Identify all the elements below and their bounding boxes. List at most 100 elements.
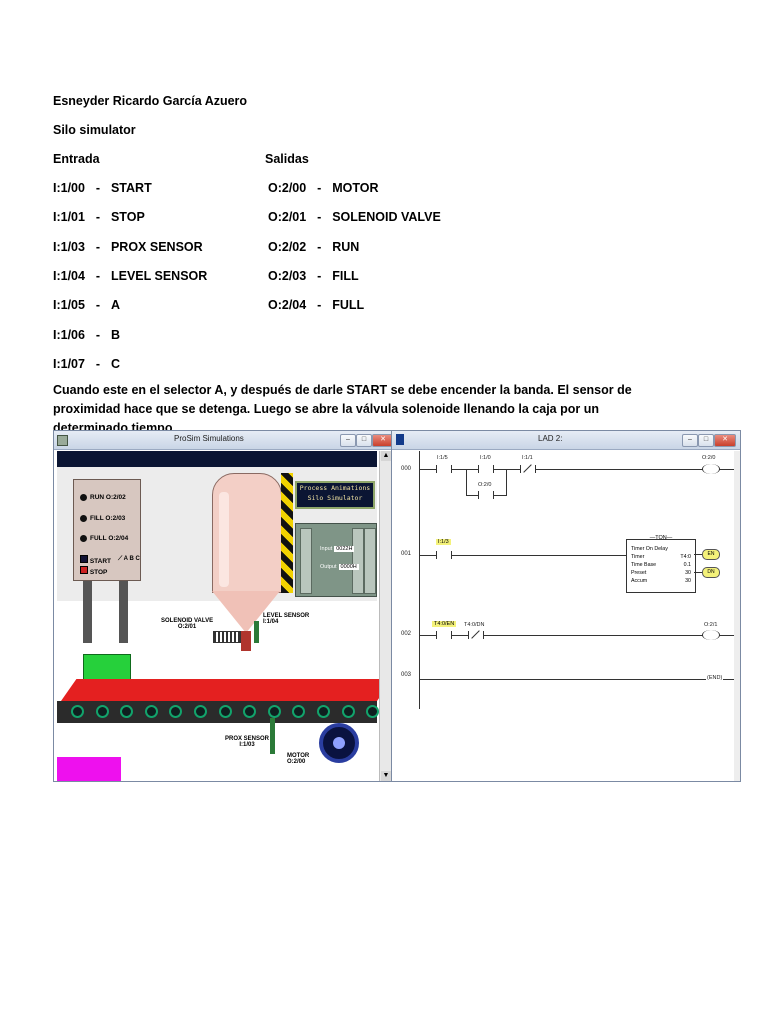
roller-icon [169,705,183,718]
stop-button[interactable] [80,566,88,574]
ladder-icon [396,434,404,445]
selector-switch[interactable]: ⟋ A B C [118,556,140,562]
coil-motor[interactable] [702,464,720,474]
contact-stop[interactable] [478,465,494,473]
ladder-window: LAD 2: – □ ✕ 000 I:1/5 I:1/0 I:1/1 O:2/0… [391,430,741,782]
level-sensor-icon [254,621,259,643]
maximize-button[interactable]: □ [356,434,372,447]
rung-number: 002 [401,631,412,637]
ladder-titlebar: LAD 2: – □ ✕ [392,431,740,450]
ladder-maximize-button[interactable]: □ [698,434,714,447]
input-name: PROX SENSOR [110,239,203,254]
rung-number: 001 [401,551,412,557]
input-row: I:1/05-A [53,298,120,313]
roller-icon [194,705,207,718]
output-name: FILL [332,268,359,283]
output-code: O:2/00 [268,181,307,195]
output-row: O:2/03-FILL [268,268,359,283]
input-row: I:1/00-START [53,181,152,195]
motor-label: MOTOR O:2/00 [287,753,310,765]
control-panel: RUN O:2/02 FILL O:2/03 FULL O:2/04 START… [73,479,141,581]
roller-icon [267,705,281,718]
app-icon [57,435,68,446]
conveyor-belt [61,679,392,701]
end-instruction: (END) [706,675,724,681]
input-code: I:1/04 [53,268,85,283]
input-row: I:1/06-B [53,327,120,342]
input-row: I:1/04-LEVEL SENSOR [53,268,208,283]
start-button[interactable] [80,555,88,563]
input-code: I:1/07 [53,356,85,371]
input-row: I:1/03-PROX SENSOR [53,239,203,254]
silo-tank [212,473,282,593]
silo-simulation-scene: RUN O:2/02 FILL O:2/03 FULL O:2/04 START… [57,451,392,781]
roller-icon [144,705,158,718]
coil-solenoid[interactable] [702,630,720,640]
output-row: O:2/01-SOLENOID VALVE [268,210,441,225]
run-lamp-icon [80,494,87,501]
dn-indicator: DN [702,567,720,578]
en-indicator: EN [702,549,720,560]
conveyor-rollers [57,701,380,723]
ladder-close-button[interactable]: ✕ [714,434,736,447]
ladder-window-title: LAD 2: [538,434,563,443]
output-name: FULL [332,298,365,313]
ladder-scrollbar[interactable] [734,451,740,781]
ladder-diagram: 000 I:1/5 I:1/0 I:1/1 O:2/0 O:2/0 001 I:… [392,451,740,781]
contact-prox-sensor[interactable] [436,551,452,559]
contact-start[interactable] [436,465,452,473]
silo-hopper [212,591,280,633]
contact-prox-nc[interactable] [520,465,536,473]
minimize-button[interactable]: – [340,434,356,447]
input-row: I:1/07-C [53,356,120,371]
contact-seal-in[interactable] [478,491,494,499]
roller-icon [366,705,380,718]
input-row: I:1/01-STOP [53,210,145,225]
full-label: FULL [90,535,107,543]
ladder-minimize-button[interactable]: – [682,434,698,447]
document-subtitle: Silo simulator [53,123,136,137]
contact-timer-en[interactable] [436,631,452,639]
output-name: MOTOR [332,181,379,195]
process-animations-banner: Process Animations Silo Simulator [295,481,375,509]
solenoid-valve-icon [213,631,241,643]
output-row: O:2/00-MOTOR [268,181,379,195]
input-code: I:1/00 [53,181,85,195]
prox-sensor-icon [270,718,275,754]
roller-icon [120,705,134,718]
output-code: O:2/04 [268,298,307,313]
silo-nozzle [241,631,251,651]
output-code: O:2/01 [268,210,307,225]
rung-number: 003 [401,672,412,678]
input-name: START [110,181,152,195]
input-code: I:1/05 [53,298,85,313]
output-name: RUN [332,239,360,254]
input-code: I:1/06 [53,327,85,342]
prox-sensor-label: PROX SENSOR I:1/03 [225,736,270,748]
roller-icon [95,705,109,718]
prosim-titlebar: ProSim Simulations – □ ✕ [54,431,392,450]
level-sensor-label: LEVEL SENSOR I:1/04 [263,613,310,625]
window-title: ProSim Simulations [174,434,244,443]
input-name: A [110,298,120,313]
input-name: B [110,327,120,342]
rung-number: 000 [401,466,412,472]
fill-lamp-icon [80,515,87,522]
output-row: O:2/04-FULL [268,298,365,313]
output-name: SOLENOID VALVE [332,210,441,225]
hazard-stripes [281,473,293,593]
left-power-rail [419,451,420,709]
full-lamp-icon [80,535,87,542]
solenoid-valve-label: SOLENOID VALVE O:2/01 [161,618,214,630]
contact-timer-dn-nc[interactable] [468,631,484,639]
input-code: I:1/01 [53,210,85,225]
author-name: Esneyder Ricardo García Azuero [53,94,248,108]
selector-icon: ⟋ [118,556,123,562]
close-button[interactable]: ✕ [372,434,392,447]
output-code: O:2/02 [268,239,307,254]
prosim-scrollbar[interactable]: ▲ ▼ [379,451,392,781]
roller-icon [243,705,257,718]
roller-icon [218,705,232,718]
input-name: STOP [110,210,145,225]
